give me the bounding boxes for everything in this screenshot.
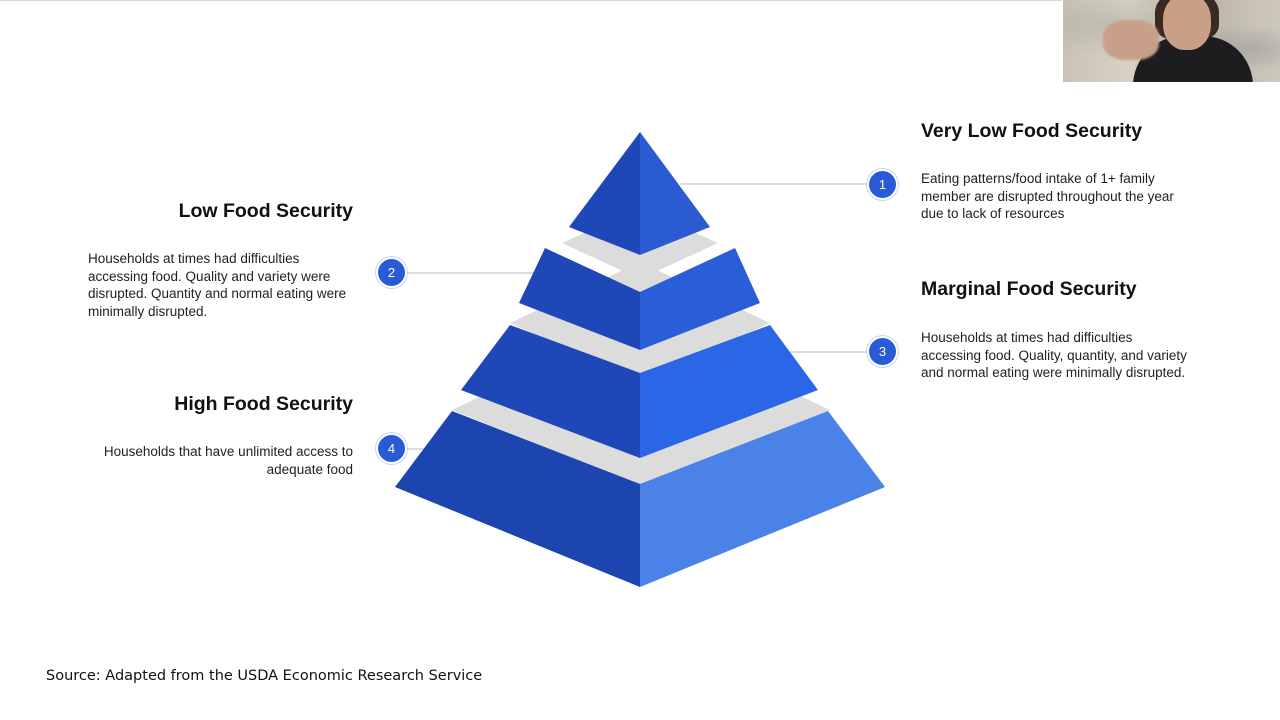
tier-2-description: Households at times had difficulties acc… <box>88 251 347 319</box>
tier-1-right-face <box>640 132 710 255</box>
presenter-head <box>1163 0 1211 50</box>
tier-4-badge: 4 <box>378 435 405 462</box>
tier-2-title: Low Food Security <box>178 200 353 222</box>
tier-1-badge: 1 <box>869 171 896 198</box>
tier-3-description: Households at times had difficulties acc… <box>921 330 1187 380</box>
tier-3-badge: 3 <box>869 338 896 365</box>
tier-4-description: Households that have unlimited access to… <box>103 444 353 477</box>
source-caption: Source: Adapted from the USDA Economic R… <box>46 668 483 684</box>
tier-2-left-face <box>519 248 640 350</box>
pyramid-layers <box>395 132 885 587</box>
tier-1-title: Very Low Food Security <box>921 120 1143 142</box>
tier-3-left-face <box>461 325 640 458</box>
tier-2-badge: 2 <box>378 259 405 286</box>
tier-4-left-face <box>395 411 640 587</box>
presenter-webcam <box>1063 0 1280 82</box>
tier-1-left-face <box>569 132 640 255</box>
tier-1-description: Eating patterns/food intake of 1+ family… <box>921 171 1174 221</box>
tier-4-right-face <box>640 411 885 587</box>
tier-4-title: High Food Security <box>174 393 353 415</box>
tier-3-right-face <box>640 325 818 458</box>
presenter-hand <box>1103 20 1159 60</box>
top-divider <box>0 0 1062 1</box>
tier-3-title: Marginal Food Security <box>921 278 1137 300</box>
tier-2-right-face <box>640 248 760 350</box>
